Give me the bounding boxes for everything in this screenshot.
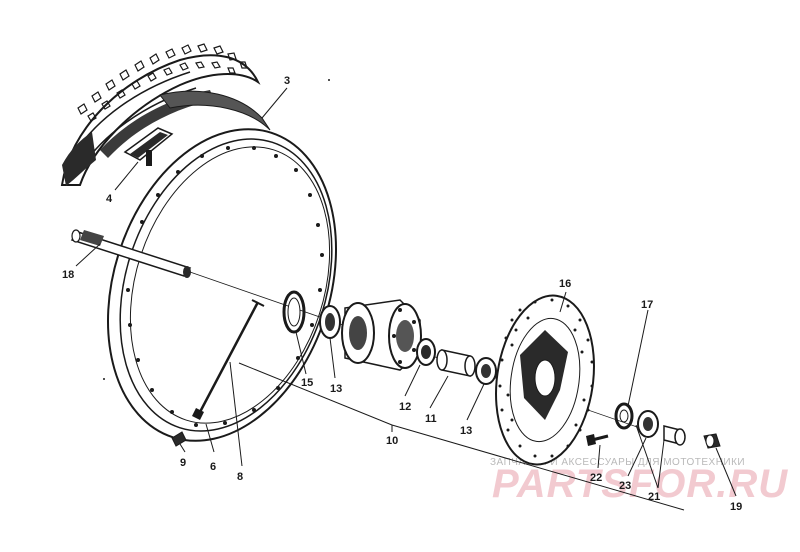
stray-dot	[103, 378, 105, 380]
axle	[70, 229, 641, 429]
spacer-21	[663, 425, 686, 446]
callout-10: 10	[386, 435, 398, 447]
spoke-nipple	[171, 431, 187, 447]
brake-disc	[495, 294, 595, 466]
bearing-right	[475, 357, 497, 385]
seal	[614, 402, 634, 430]
callout-9: 9	[180, 457, 186, 469]
stray-dot	[328, 79, 330, 81]
callout-23: 23	[619, 480, 631, 492]
leader-lines	[75, 87, 737, 511]
rim-lock	[123, 127, 174, 166]
callout-13-right: 13	[460, 425, 472, 437]
callout-22: 22	[590, 472, 602, 484]
callout-8: 8	[237, 471, 243, 483]
callout-15: 15	[301, 377, 313, 389]
callout-3: 3	[284, 75, 290, 87]
snap-ring	[282, 290, 306, 334]
tire	[60, 43, 261, 186]
callouts: 3 4 18 16 17 15 13 12 11 13 10 9 6 8 22 …	[62, 75, 742, 513]
hub	[341, 299, 422, 371]
callout-17: 17	[641, 299, 653, 311]
spacer	[436, 349, 476, 377]
callout-13-left: 13	[330, 383, 342, 395]
callout-6: 6	[210, 461, 216, 473]
callout-18: 18	[62, 269, 74, 281]
callout-19: 19	[730, 501, 742, 513]
rim-strip	[159, 90, 271, 131]
callout-4: 4	[106, 193, 113, 205]
watermark-brand: PARTSFOR.RU	[492, 462, 788, 506]
callout-16: 16	[559, 278, 571, 290]
callout-11: 11	[425, 413, 437, 425]
bearing-left	[319, 305, 341, 339]
spoke	[192, 299, 265, 420]
bearing-inner	[416, 338, 436, 366]
callout-21: 21	[648, 491, 660, 503]
axle-nut	[703, 433, 721, 449]
bearing-23	[637, 410, 659, 438]
callout-12: 12	[399, 401, 411, 413]
rim	[107, 128, 337, 442]
watermark-tagline: ЗАПЧАСТИ И АКСЕССУАРЫ ДЛЯ МОТОТЕХНИКИ	[490, 457, 745, 468]
disc-bolt	[586, 434, 609, 446]
watermark: ЗАПЧАСТИ И АКСЕССУАРЫ ДЛЯ МОТОТЕХНИКИ PA…	[490, 457, 788, 506]
